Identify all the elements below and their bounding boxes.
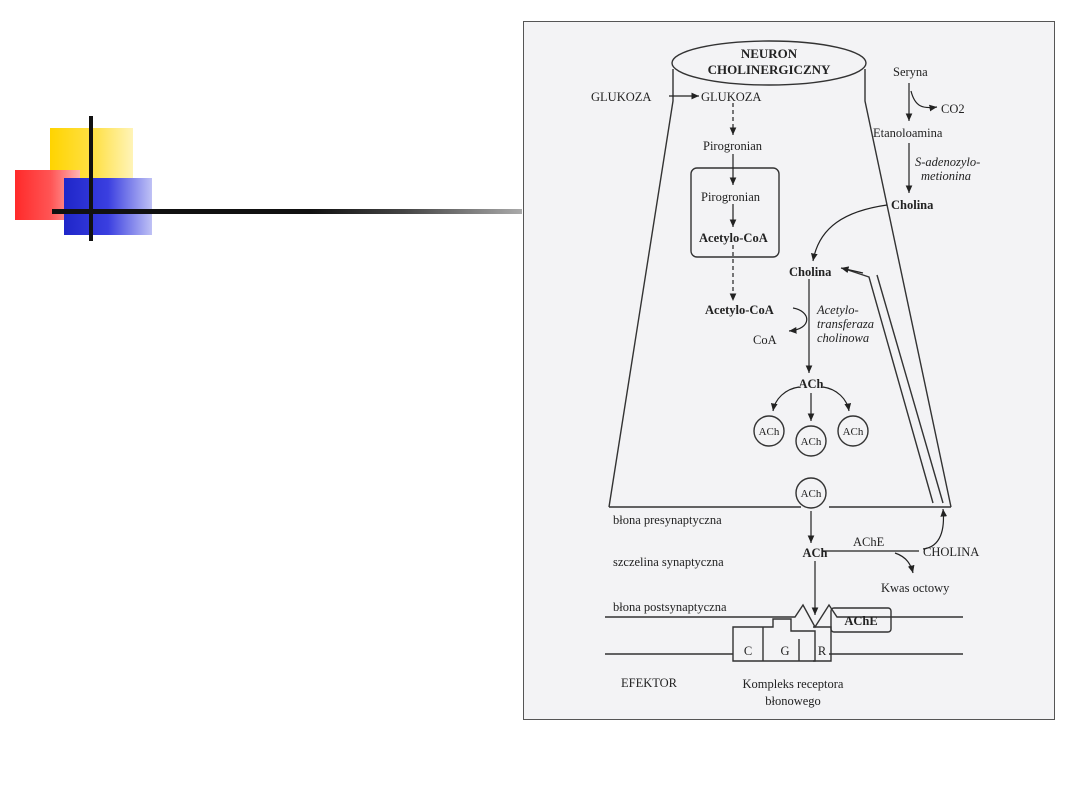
label-ach-vesicle-right: ACh xyxy=(843,426,864,438)
receptor-r-unit xyxy=(813,626,832,662)
label-enzyme-2: transferaza xyxy=(817,317,874,331)
neuron-top-ellipse xyxy=(671,40,867,86)
label-ach-main: ACh xyxy=(798,377,823,391)
label-pirogronian-1: Pirogronian xyxy=(703,139,763,153)
label-seryna: Seryna xyxy=(893,65,928,79)
label-coa: CoA xyxy=(753,333,777,347)
label-cholina-mid: Cholina xyxy=(789,265,832,279)
label-sadenozylo-2: metionina xyxy=(921,169,971,183)
label-ach-cleft: ACh xyxy=(802,546,827,560)
label-acetylo-coa-mito: Acetylo-CoA xyxy=(699,231,768,245)
figure-frame xyxy=(523,21,1055,720)
label-membrane-pre: błona presynaptyczna xyxy=(613,513,722,527)
label-complex-1: Kompleks receptora xyxy=(742,677,843,691)
label-ache-cleft: AChE xyxy=(853,535,885,549)
label-membrane-post: błona postsynaptyczna xyxy=(613,600,727,614)
label-receptor-c: C xyxy=(744,644,752,658)
arrow-co2 xyxy=(910,90,938,112)
label-etanoloamina: Etanoloamina xyxy=(873,126,943,140)
label-kwas-octowy: Kwas octowy xyxy=(881,581,950,595)
ache-postsynaptic-box xyxy=(830,607,892,633)
arrow-ach-vesicle-left xyxy=(770,386,800,412)
label-glukoza-in: GLUKOZA xyxy=(701,90,761,104)
vesicle-middle xyxy=(795,425,827,457)
label-sadenozylo-1: S-adenozylo- xyxy=(915,155,980,169)
label-cholina-caps: CHOLINA xyxy=(923,545,979,559)
arrow-ach-vesicle-right xyxy=(822,386,852,412)
label-complex-2: błonowego xyxy=(765,694,821,708)
label-pirogronian-2: Pirogronian xyxy=(701,190,761,204)
vertical-line-decoration xyxy=(89,116,93,241)
label-cleft: szczelina synaptyczna xyxy=(613,555,724,569)
vesicle-release xyxy=(795,477,827,509)
label-receptor-r: R xyxy=(818,644,827,658)
label-receptor-g: G xyxy=(780,644,789,658)
vesicle-left xyxy=(753,415,785,447)
label-enzyme-1: Acetylo- xyxy=(816,303,859,317)
horizontal-line-decoration xyxy=(52,209,522,214)
label-ach-vesicle-release: ACh xyxy=(801,488,822,500)
receptor-complex xyxy=(732,618,816,662)
neuron-right-wall xyxy=(864,69,952,508)
arrow-kwas-octowy xyxy=(894,552,915,574)
label-cholina-top: Cholina xyxy=(891,198,934,212)
label-acetylo-coa: Acetylo-CoA xyxy=(705,303,774,317)
label-efektor: EFEKTOR xyxy=(621,676,678,690)
mitochondrion-box xyxy=(690,167,780,258)
arrow-cholina-caps-up xyxy=(922,508,948,550)
choline-reuptake-outer xyxy=(844,268,934,504)
label-ache-box: AChE xyxy=(844,614,877,628)
cholinergic-neuron-diagram: NEURON CHOLINERGICZNY GLUKOZA GLUKOZA Pi… xyxy=(591,40,980,708)
arrow-cholina-top-mid xyxy=(811,204,888,262)
arrow-reuptake-head xyxy=(840,266,864,274)
title-line-2: CHOLINERGICZNY xyxy=(708,62,831,77)
vesicle-right xyxy=(837,415,869,447)
label-glukoza-out: GLUKOZA xyxy=(591,90,651,104)
arrow-coa-release xyxy=(788,307,808,334)
title-line-1: NEURON xyxy=(741,46,798,61)
choline-reuptake-inner xyxy=(876,274,944,504)
label-ach-vesicle-left: ACh xyxy=(759,426,780,438)
blue-square-decoration xyxy=(64,178,152,235)
label-co2: CO2 xyxy=(941,102,965,116)
label-ach-vesicle-mid: ACh xyxy=(801,436,822,448)
label-enzyme-3: cholinowa xyxy=(817,331,869,345)
neuron-left-wall xyxy=(608,69,674,508)
